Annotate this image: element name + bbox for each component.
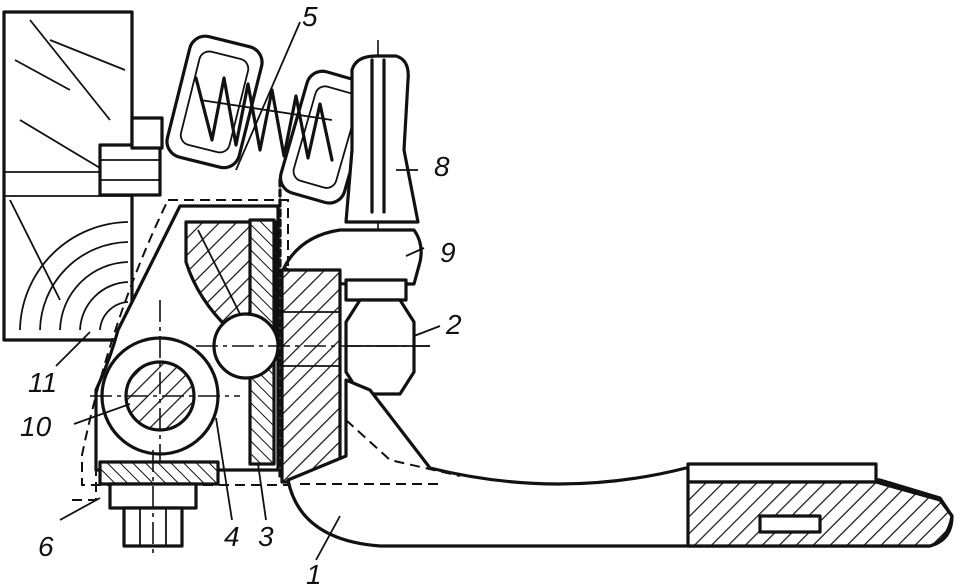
callout-2: 2 xyxy=(445,309,462,340)
nut xyxy=(344,278,430,396)
foot-shoe xyxy=(286,378,954,548)
leader-lines xyxy=(55,21,441,561)
callout-9: 9 xyxy=(440,237,456,268)
shaft xyxy=(90,300,430,480)
vertical-pin xyxy=(344,40,420,300)
callout-1: 1 xyxy=(306,559,322,587)
callout-5: 5 xyxy=(302,1,318,32)
base-plate xyxy=(98,450,220,556)
callout-8: 8 xyxy=(434,151,450,182)
callout-3: 3 xyxy=(258,521,274,552)
block-bolt xyxy=(98,116,164,197)
callout-4: 4 xyxy=(224,521,240,552)
callout-11: 11 xyxy=(28,367,57,398)
callout-10: 10 xyxy=(20,411,52,442)
callout-6: 6 xyxy=(38,531,54,562)
rail-section xyxy=(278,178,342,484)
spring-assembly xyxy=(165,34,373,205)
